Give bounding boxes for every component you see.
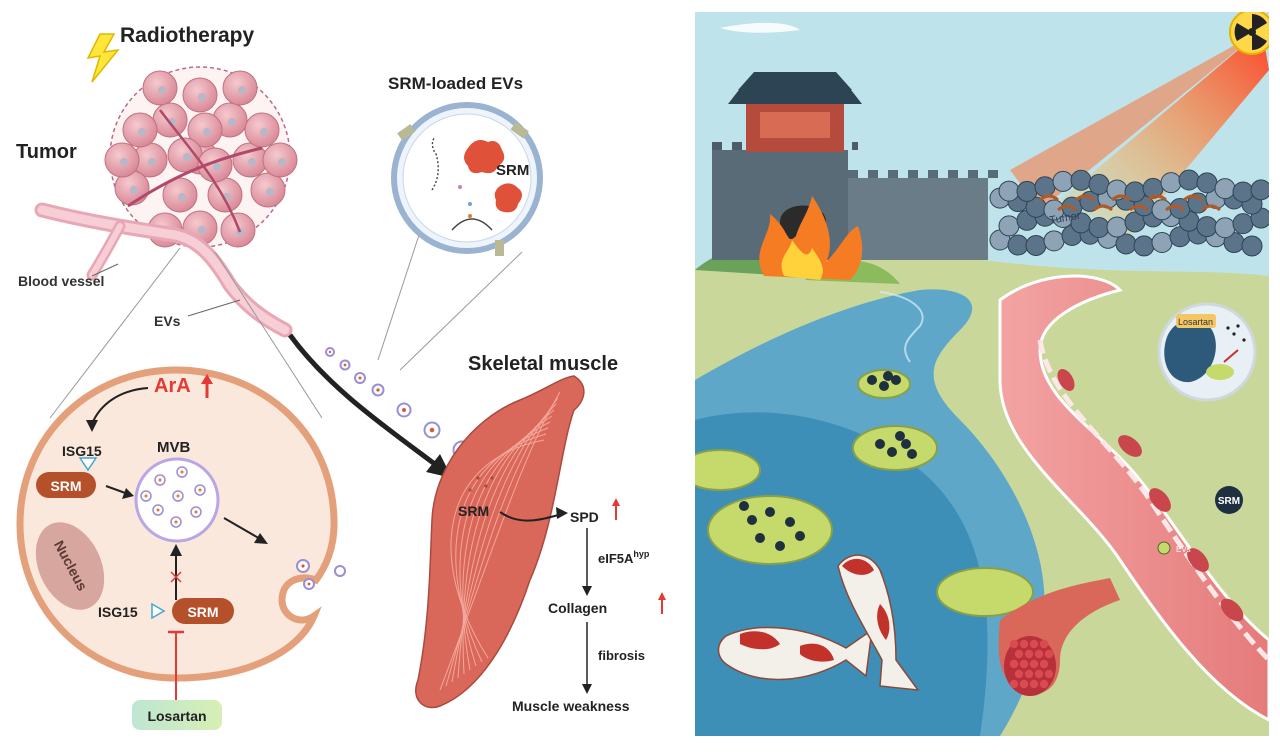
skeletal-muscle-label: Skeletal muscle [468,353,618,375]
eif5a-label: eIF5Ahyp [598,549,650,566]
nucleus [35,522,105,610]
mvb-label: MVB [157,439,191,456]
srm-badge-label: SRM [1218,496,1240,507]
skeletal-muscle [415,375,585,709]
left-panel: Radiotherapy Tumor Blood vessel EVs SRM-… [16,24,666,730]
tumor-cell-dot [207,177,243,213]
evs-label: EVs [154,313,181,329]
tumor-cell-dot [222,70,258,106]
srm-ev-label: SRM [496,162,529,179]
muscle-srm-label: SRM [458,503,489,519]
tumor-cell-dot [262,142,298,178]
evs-small-label: EVs [1176,545,1191,554]
srm-pill-top [36,472,96,498]
inset-losartan-label: Losartan [1178,317,1213,327]
tumor-cell-dot [187,112,223,148]
tumor-mass [989,169,1269,257]
tumor-cell-dot [182,77,218,113]
inset-losartan-tag [1176,314,1216,328]
tumor-cluster [104,66,298,248]
lily-pad [707,495,833,565]
srm-badge [1215,486,1243,514]
muscle-bundle [998,578,1120,696]
tumor-cell-dot [244,112,280,148]
tumor-cell-dot [250,172,286,208]
isg15-top-label: ISG15 [62,443,102,459]
srm-loaded-ev [391,102,543,256]
koi-fish [837,554,920,691]
city-wall [712,72,998,260]
radiotherapy-label: Radiotherapy [120,24,255,47]
spd-label: SPD [570,509,599,525]
blood-vessel-label: Blood vessel [18,273,104,289]
muscle-weakness-label: Muscle weakness [512,698,630,714]
tumor-cell-dot [162,177,198,213]
tumor-cell-dot [104,142,140,178]
srm-bottom-label: SRM [187,604,218,620]
ara-label: ArA [154,375,191,397]
flow-arrow [287,333,442,470]
isg15-bottom-label: ISG15 [98,604,138,620]
srm-top-label: SRM [50,478,81,494]
lily-pad [936,567,1034,617]
lily-pad [695,449,761,491]
koi-fish [717,626,873,681]
losartan-label: Losartan [147,708,206,724]
right-panel: Tumor [695,12,1269,736]
collagen-label: Collagen [548,600,607,616]
tumor-cell-dot [167,137,203,173]
lightning-icon [86,33,120,83]
srm-pill-bottom [172,598,234,624]
inset-cell [1157,302,1257,402]
tumor-label: Tumor [16,141,77,163]
tumor-cell-dot [142,70,178,106]
tumor-cell-dot [232,142,268,178]
tumor-cell-dot [122,112,158,148]
srm-loaded-evs-label: SRM-loaded EVs [388,74,523,93]
fibrosis-label: fibrosis [598,648,645,663]
tumor-cell-dot [152,102,188,138]
right-tumor-label: Tumor [1048,210,1081,227]
ev-trail [325,347,472,460]
right-blood-vessel [998,274,1269,722]
losartan-pill [132,700,222,730]
